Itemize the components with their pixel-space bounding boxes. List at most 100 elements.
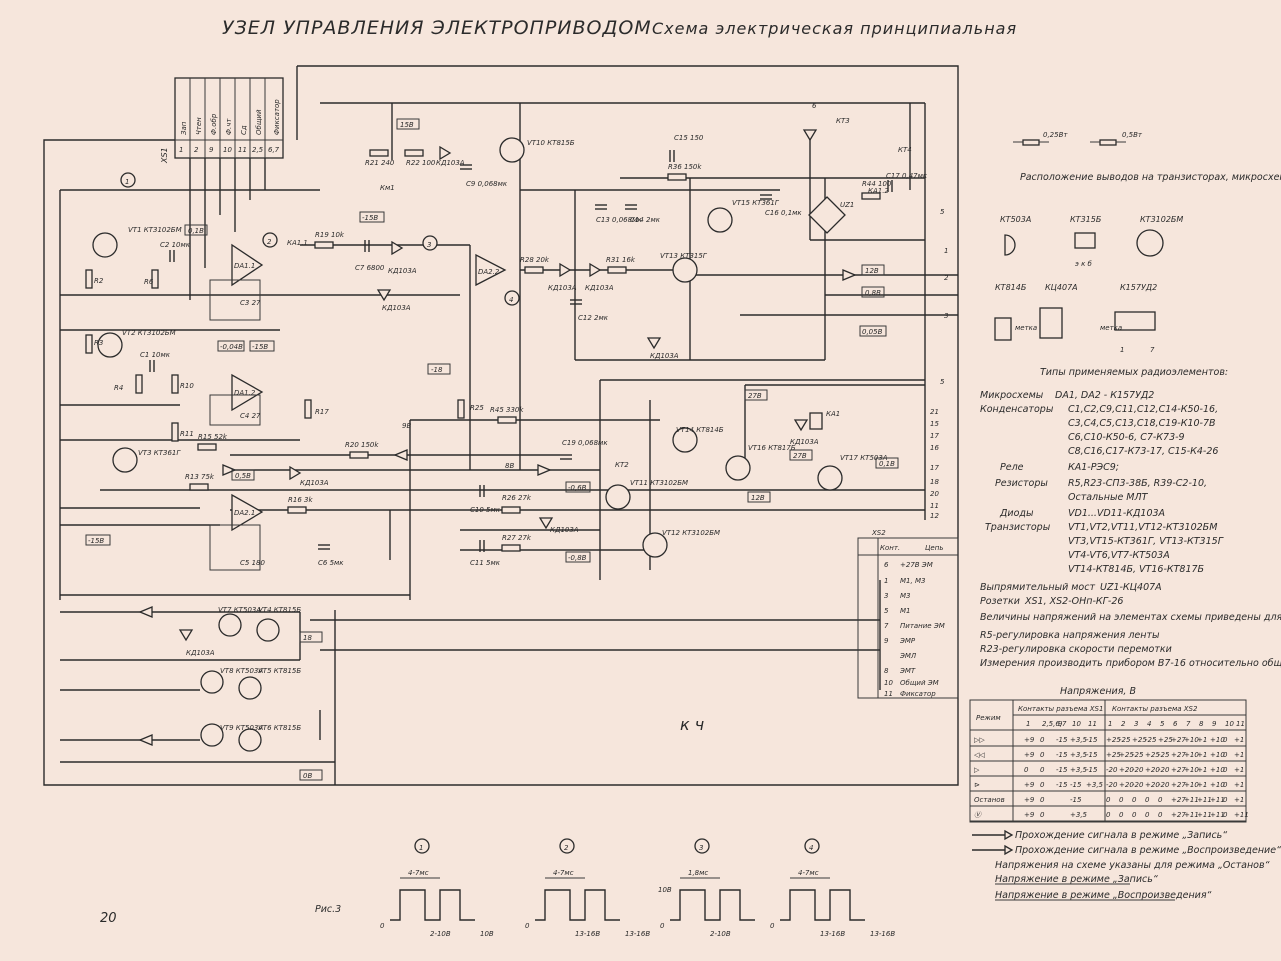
svg-text:КД103А: КД103А [585,284,614,292]
svg-text:DA2.1: DA2.1 [234,509,255,517]
table-cell: +11 [1184,811,1199,819]
svg-text:11: 11 [238,146,247,154]
svg-text:R10: R10 [180,382,194,390]
svg-text:Км1: Км1 [380,184,395,192]
svg-text:2: 2 [267,238,272,246]
svg-text:М3: М3 [900,592,911,600]
table-cell: +11 [1234,811,1249,819]
waveform-number [804,838,820,854]
table-cell: +27 [1171,796,1186,804]
waveform-number-label: 1 [419,844,423,852]
table-cell: 0 [1132,796,1137,804]
svg-text:VT8 КТ503А: VT8 КТ503А [220,667,263,675]
svg-text:С14 2мк: С14 2мк [630,216,661,224]
svg-text:R16 3k: R16 3k [288,496,313,504]
table-cell: +20 [1145,781,1160,789]
voltage-labels: 15В -15В 0,1В -0,04В -15В 0,5В -15В 12В … [85,118,899,781]
svg-text:VT7 КТ503А: VT7 КТ503А [218,606,261,614]
svg-text:27В: 27В [748,392,762,400]
svg-text:С16 0,1мк: С16 0,1мк [765,209,802,217]
svg-text:R19 10k: R19 10k [315,231,345,239]
transistor-vt16: VT16 КТ817Б [725,444,796,481]
table-cell: 0 [1119,811,1124,819]
table-cell: -15 [1086,766,1098,774]
voltage-table: Напряжения, В Контакты разъема XS1 Конта… [969,686,1249,823]
transistor-vt9-vt6: VT9 КТ503А VT6 КТ815Б [200,723,301,752]
svg-text:R2: R2 [94,277,104,285]
table-cell: +11 [1197,796,1212,804]
svg-text:М1, М3: М1, М3 [900,577,925,585]
svg-text:-0,6В: -0,6В [568,484,587,492]
svg-text:э к б: э к б [1075,260,1093,268]
svg-text:С10 5мк: С10 5мк [470,506,501,514]
page-number: 20 [100,911,117,926]
waveform-trace [780,889,865,921]
svg-text:VT14 КТ814Б: VT14 КТ814Б [676,426,724,434]
table-cell: +3,5 [1070,736,1088,744]
table-cell: -25 [1145,736,1157,744]
svg-text:15: 15 [930,420,939,428]
svg-text:VT15 КТ361Г: VT15 КТ361Г [732,199,780,207]
svg-text:6,7: 6,7 [268,146,280,154]
svg-text:Фиксатор: Фиксатор [900,690,936,698]
svg-text:Транзисторы: Транзисторы [985,522,1051,533]
table-cell: +10 [1210,751,1225,759]
table-cell: -20 [1106,781,1118,789]
svg-text:VT3,VT15-КТ361Г, VT13-КТ315Г: VT3,VT15-КТ361Г, VT13-КТ315Г [1068,536,1224,547]
svg-text:2: 2 [194,146,199,154]
svg-text:Ф.обр: Ф.обр [210,113,218,135]
svg-text:С4 27: С4 27 [240,412,261,420]
waveform-period: 4-7мс [798,869,819,877]
waveform-period: 4-7мс [553,869,574,877]
table-cell: 0 [1223,781,1228,789]
svg-text:КД103А: КД103А [300,479,329,487]
svg-text:Напряжения, В: Напряжения, В [1060,686,1136,697]
svg-text:Реле: Реле [1000,462,1024,473]
svg-text:5: 5 [884,607,889,615]
svg-text:-0,8В: -0,8В [568,554,587,562]
svg-text:R23-регулировка скорости перем: R23-регулировка скорости перемотки [980,644,1172,655]
svg-text:КД103А: КД103А [550,526,579,534]
table-cell: -20 [1158,781,1170,789]
svg-text:VT11 КТ3102БМ: VT11 КТ3102БМ [630,479,688,487]
svg-text:R4: R4 [114,384,123,392]
waveform-high-label: 10В [480,930,494,938]
waveform-trace [390,889,475,921]
table-cell: +11 [1210,796,1225,804]
table-subheader: 10 [1225,720,1234,728]
page-title: УЗЕЛ УПРАВЛЕНИЯ ЭЛЕКТРОПРИВОДОМ [222,17,652,39]
table-cell: 0 [1119,796,1124,804]
table-cell: 0 [1024,766,1029,774]
svg-text:ЭМЛ: ЭМЛ [899,652,917,660]
pinout-section: Расположение выводов на транзисторах, ми… [994,172,1281,354]
table-cell: -15 [1086,736,1098,744]
svg-text:КД103А: КД103А [548,284,577,292]
svg-text:R22 100: R22 100 [406,159,436,167]
svg-text:R13 75k: R13 75k [185,473,215,481]
table-subheader: 1 [1108,720,1112,728]
relay-ka1: КА1 КА1.1 КА1.2 Км1 КТ2 КТ3 КТ4 [287,117,912,469]
figure-label: Рис.3 [315,904,341,915]
table-cell: +3,5 [1070,811,1088,819]
svg-text:VT1 КТ3102БМ: VT1 КТ3102БМ [128,226,182,234]
table-cell: -15 [1070,781,1082,789]
svg-text:С2 10мк: С2 10мк [160,241,191,249]
resistors: R21 240 R22 100 R19 10k R28 20k R31 16k … [85,149,892,552]
svg-text:КД103А: КД103А [186,649,215,657]
svg-text:VT4 КТ815Б: VT4 КТ815Б [258,606,301,614]
svg-text:КА1.2: КА1.2 [868,187,889,195]
table-cell: -20 [1132,781,1144,789]
table-mode-cell: ⊳ [974,781,980,789]
svg-text:2: 2 [944,274,949,282]
svg-text:КТ3102БМ: КТ3102БМ [1140,215,1183,224]
table-subheader: 5 [1160,720,1165,728]
svg-text:Конденсаторы: Конденсаторы [980,404,1054,415]
svg-text:Фиксатор: Фиксатор [273,99,281,135]
svg-text:10: 10 [223,146,232,154]
svg-text:R21 240: R21 240 [365,159,395,167]
table-cell: +1 [1234,736,1244,744]
svg-text:15В: 15В [400,121,414,129]
waveform-trace [670,889,755,921]
